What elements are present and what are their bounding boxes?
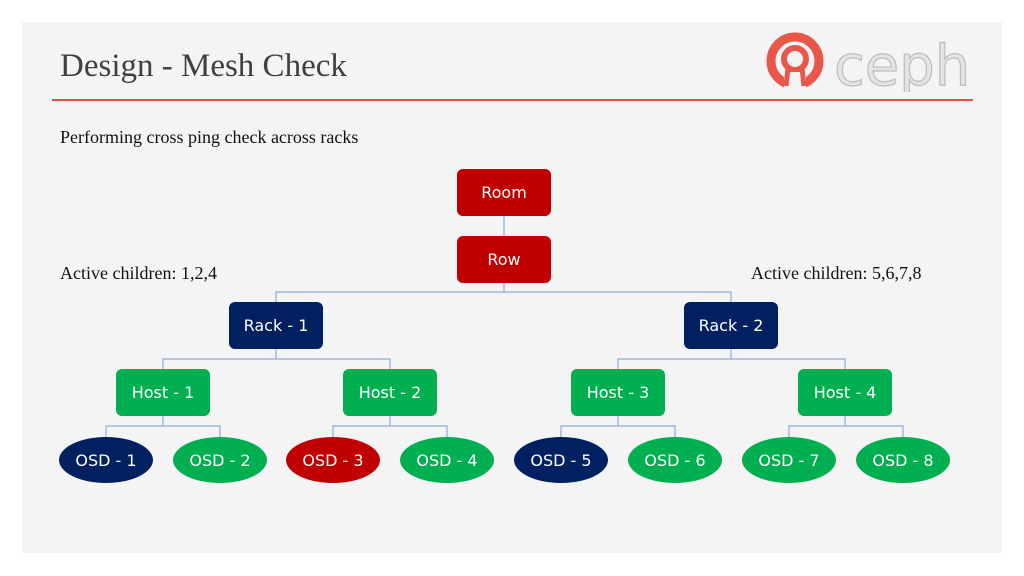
osd-node: OSD - 1	[59, 437, 153, 483]
room-node: Room	[457, 169, 551, 216]
host-node: Host - 3	[571, 369, 665, 416]
host-node: Host - 1	[116, 369, 210, 416]
title-divider	[52, 99, 973, 101]
slide-title: Design - Mesh Check	[60, 48, 347, 84]
osd-node: OSD - 7	[742, 437, 836, 483]
active-children-right: Active children: 5,6,7,8	[751, 263, 922, 283]
host-node: Host - 4	[798, 369, 892, 416]
subtitle: Performing cross ping check across racks	[60, 127, 359, 147]
active-children-left: Active children: 1,2,4	[60, 263, 217, 283]
osd-node: OSD - 8	[856, 437, 950, 483]
rack-node: Rack - 1	[229, 302, 323, 349]
host-node: Host - 2	[343, 369, 437, 416]
svg-text:ceph: ceph	[834, 34, 970, 92]
osd-node: OSD - 3	[286, 437, 380, 483]
osd-node: OSD - 5	[514, 437, 608, 483]
ceph-logo: ceph	[766, 32, 972, 100]
osd-node: OSD - 6	[628, 437, 722, 483]
row-node: Row	[457, 236, 551, 283]
rack-node: Rack - 2	[684, 302, 778, 349]
osd-node: OSD - 4	[400, 437, 494, 483]
osd-node: OSD - 2	[173, 437, 267, 483]
